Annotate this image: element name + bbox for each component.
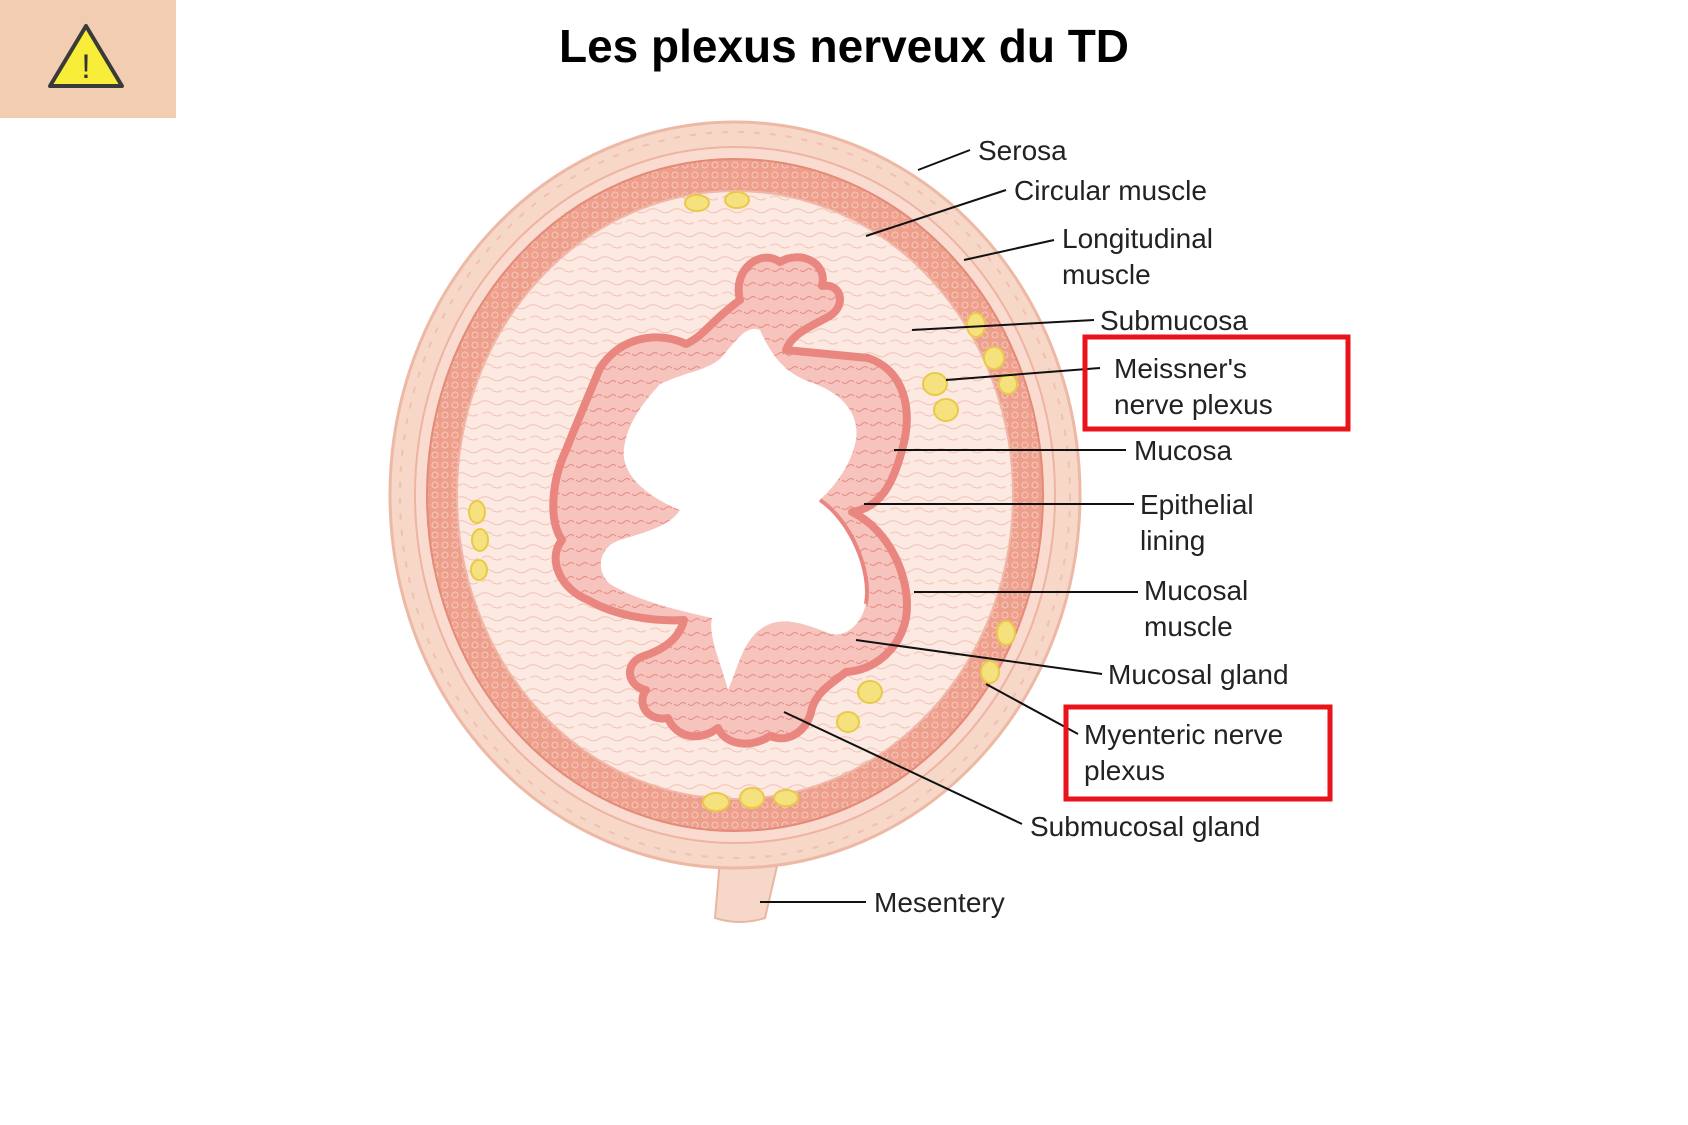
warning-glyph: ! <box>81 48 90 86</box>
mucosal-muscle-label: Mucosal <box>1144 575 1248 606</box>
mucosal-muscle-label-2: muscle <box>1144 611 1233 642</box>
labels: Serosa Circular muscle Longitudinal musc… <box>874 135 1289 918</box>
meissner-plexus-ganglia <box>836 312 1018 733</box>
mucosal-gland-label: Mucosal gland <box>1108 659 1289 690</box>
submucosal-gland-leader <box>783 711 1023 825</box>
myenteric-plexus-ganglia <box>468 191 1016 812</box>
submucosal-gland-label: Submucosal gland <box>1030 811 1260 842</box>
epithelial-label-2: lining <box>1140 525 1205 556</box>
warning-triangle-icon: ! <box>48 24 124 88</box>
myenteric-leader <box>985 683 1079 735</box>
serosa-label: Serosa <box>978 135 1067 166</box>
meissner-label: Meissner's <box>1114 353 1247 384</box>
leader-lines <box>760 149 1138 903</box>
mesentery-stalk <box>713 858 780 923</box>
lumen <box>600 328 867 690</box>
circular-muscle-leader <box>865 189 1007 237</box>
myenteric-label-2: plexus <box>1084 755 1165 786</box>
mucosa-label: Mucosa <box>1134 435 1232 466</box>
submucosa-label: Submucosa <box>1100 305 1248 336</box>
mesentery-label: Mesentery <box>874 887 1005 918</box>
longitudinal-muscle-label-2: muscle <box>1062 259 1151 290</box>
epithelial-label: Epithelial <box>1140 489 1254 520</box>
myenteric-highlight-box <box>1063 704 1333 802</box>
longitudinal-muscle-leader <box>963 239 1055 261</box>
page-title: Les plexus nerveux du TD <box>558 20 1130 72</box>
myenteric-label: Myenteric nerve <box>1084 719 1283 750</box>
serosa-leader <box>917 149 971 171</box>
longitudinal-muscle-label: Longitudinal <box>1062 223 1213 254</box>
meissner-highlight-box <box>1082 334 1351 432</box>
mucosal-gland-leader <box>855 639 1103 675</box>
meissner-leader <box>945 367 1101 381</box>
circular-muscle-label: Circular muscle <box>1014 175 1207 206</box>
warning-banner: ! <box>0 0 176 118</box>
meissner-label-2: nerve plexus <box>1114 389 1273 420</box>
epithelial-lining <box>818 498 869 605</box>
submucosa-leader <box>911 319 1095 331</box>
